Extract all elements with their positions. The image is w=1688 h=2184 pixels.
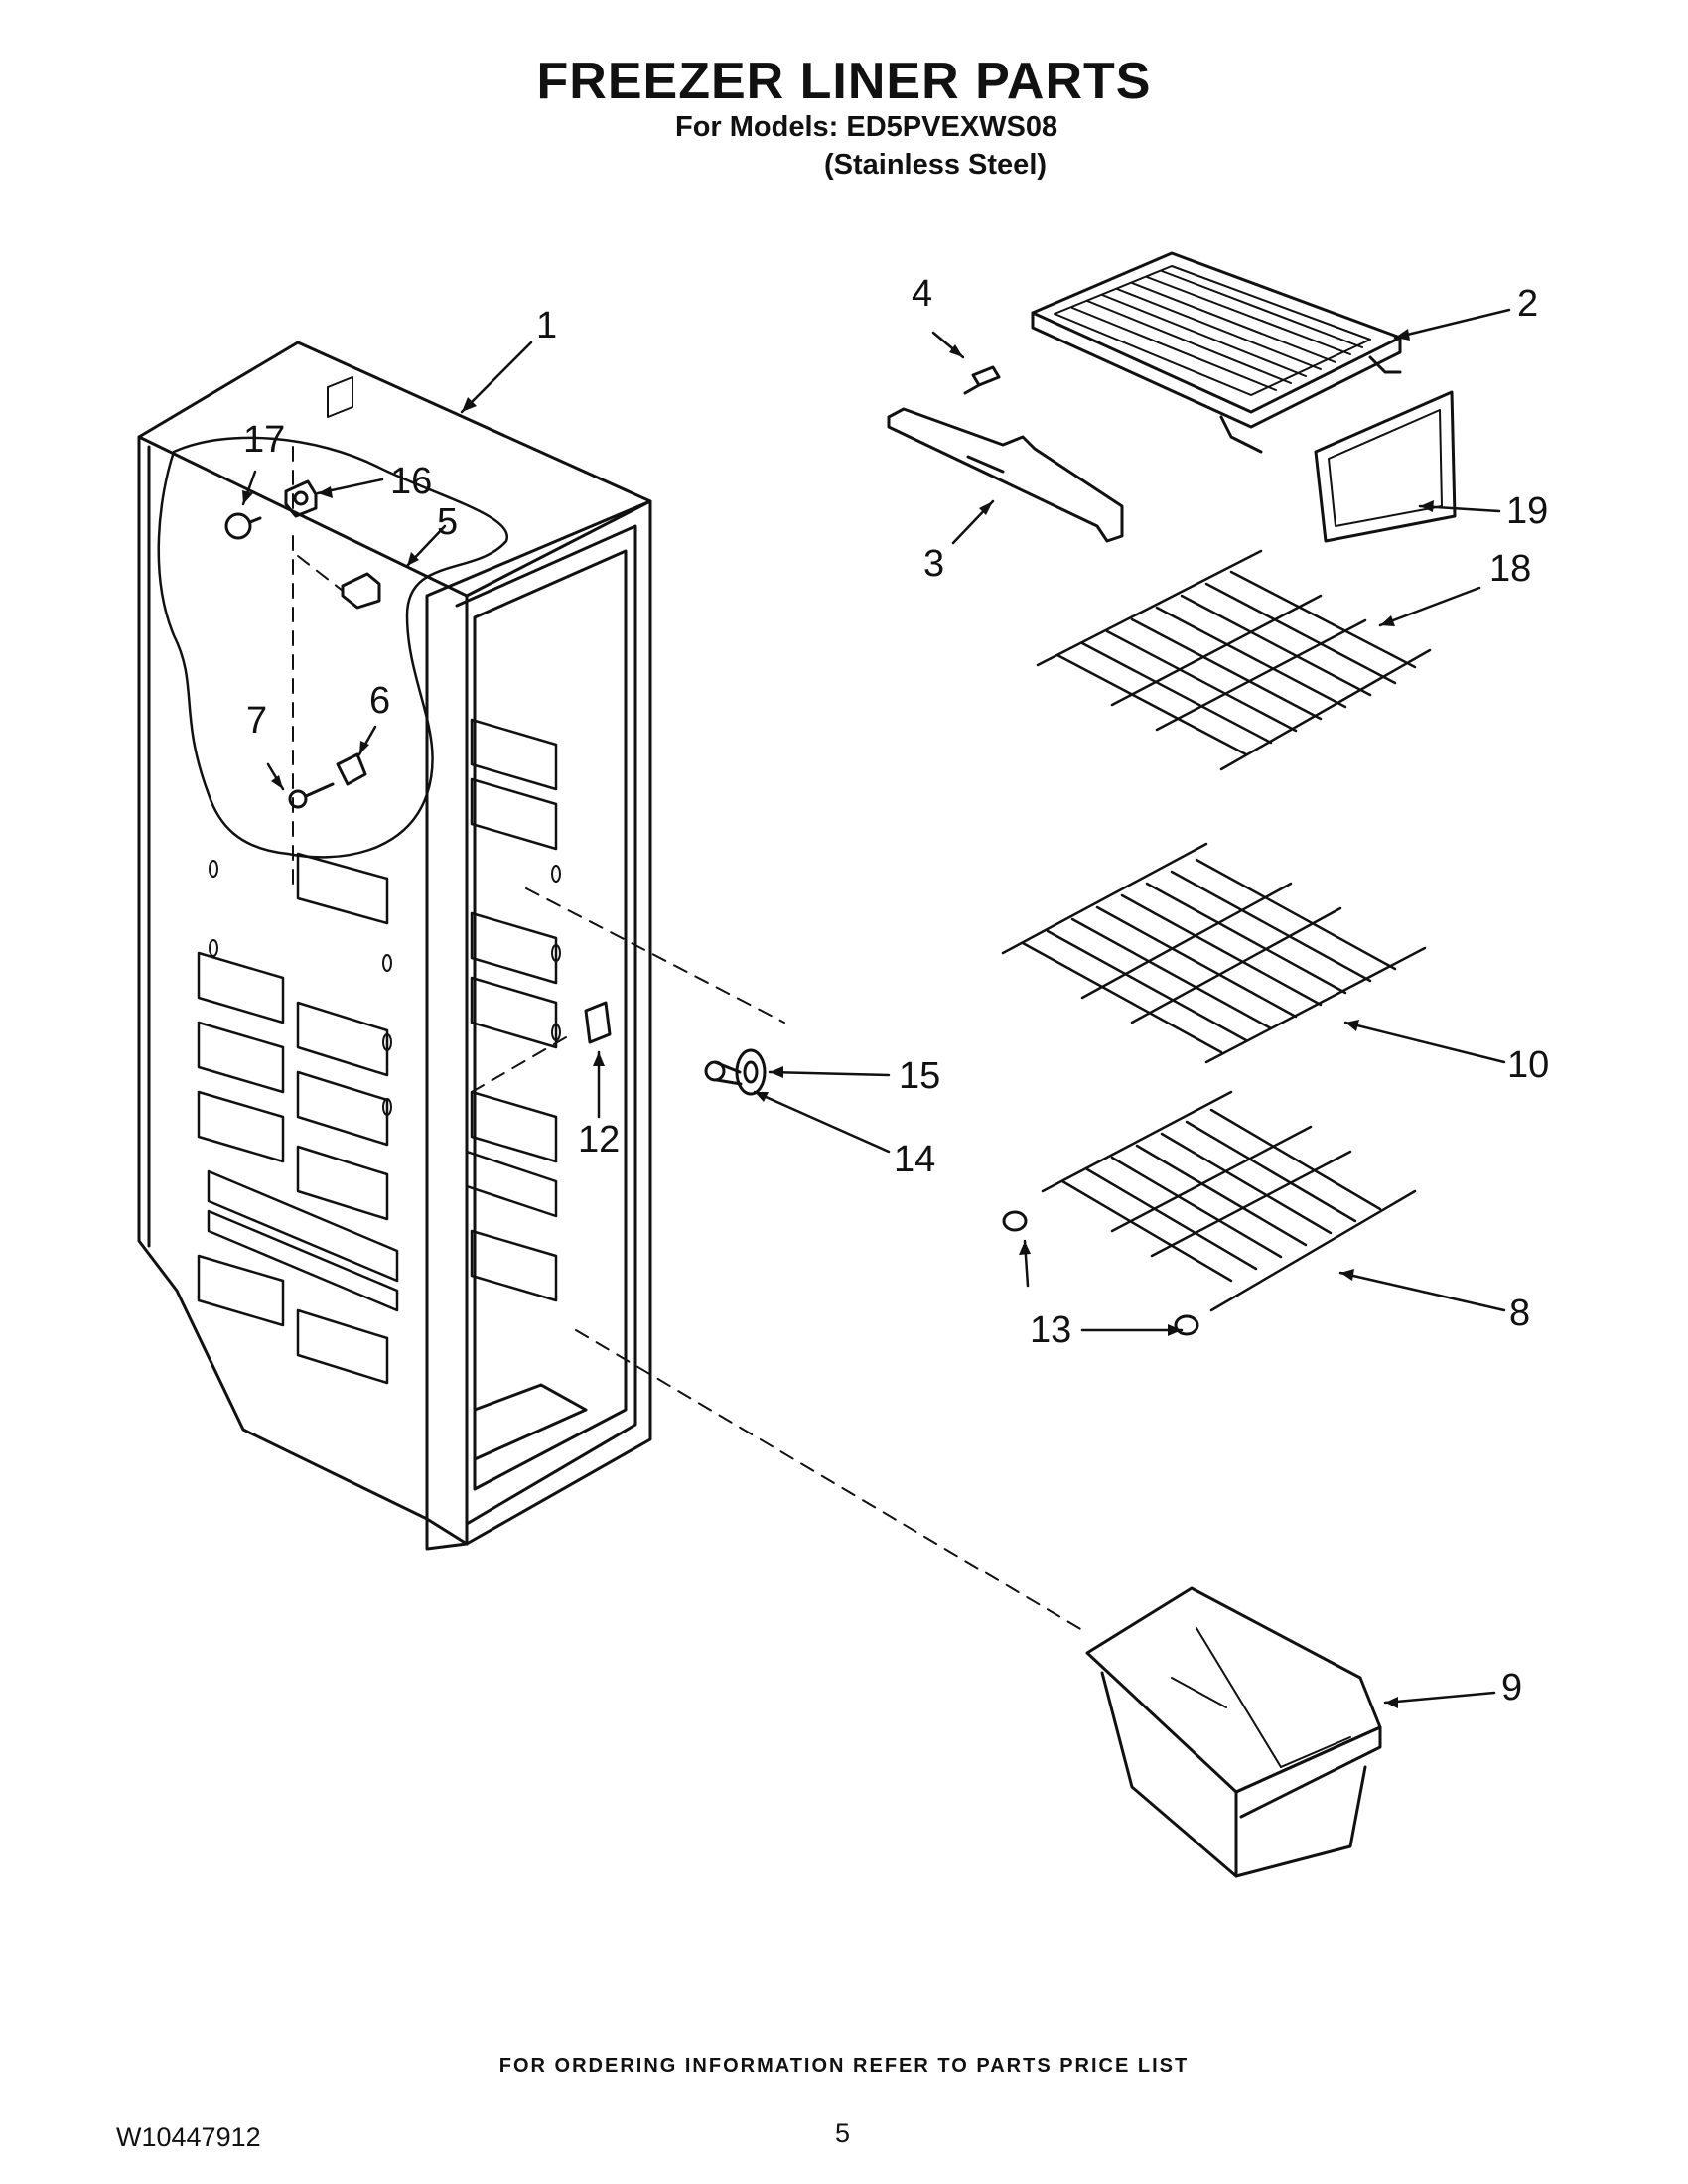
freezer-liner [137, 341, 652, 1551]
callout-14: 14 [894, 1139, 935, 1180]
wire-shelf-part-8 [1041, 1090, 1417, 1312]
page-title: FREEZER LINER PARTS [536, 53, 1152, 110]
freezer-bin-part-9 [1085, 1586, 1382, 1878]
callout-9: 9 [1501, 1667, 1522, 1708]
shelf-rail-part-3 [887, 407, 1124, 543]
bracket-part-6 [336, 752, 367, 786]
screw-part-7 [288, 782, 335, 809]
document-number: W10447912 [116, 2122, 261, 2152]
shelf-frame-part-2 [1031, 251, 1402, 454]
callout-19: 19 [1506, 490, 1548, 532]
light-socket-part-16 [284, 479, 318, 518]
finish-line: (Stainless Steel) [824, 149, 1048, 181]
shelf-trim-part-19 [1314, 390, 1457, 543]
screw-part-14 [704, 1060, 743, 1086]
callout-10: 10 [1507, 1044, 1549, 1086]
ordering-note: FOR ORDERING INFORMATION REFER TO PARTS … [498, 2055, 1190, 2077]
callout-13: 13 [1030, 1309, 1071, 1351]
callout-12: 12 [578, 1119, 620, 1160]
callout-3: 3 [923, 543, 944, 585]
callout-4: 4 [912, 273, 932, 315]
callout-7: 7 [246, 700, 267, 742]
wire-shelf-part-18 [1036, 549, 1432, 771]
callout-16: 16 [390, 461, 432, 502]
end-cap-part-13 [1002, 1210, 1199, 1336]
screw-part-4 [963, 365, 1001, 395]
wire-shelf-part-10 [1001, 842, 1427, 1064]
callout-18: 18 [1489, 548, 1531, 590]
page-number: 5 [835, 2118, 851, 2148]
leader-lines [241, 308, 1511, 1705]
models-line: For Models: ED5PVEXWS08 [675, 111, 1058, 143]
callout-5: 5 [437, 501, 458, 543]
callout-8: 8 [1509, 1293, 1530, 1334]
callout-labels: 1 2 3 4 5 6 7 8 9 10 12 13 14 15 16 17 1… [243, 273, 1549, 1708]
callout-6: 6 [369, 680, 390, 722]
callout-2: 2 [1517, 283, 1538, 325]
callout-17: 17 [243, 419, 285, 461]
light-bulb-part-17 [224, 512, 262, 540]
callout-15: 15 [899, 1055, 940, 1097]
callout-1: 1 [536, 305, 557, 346]
clip-part-12 [584, 1001, 612, 1044]
clip-part-5 [341, 572, 381, 610]
